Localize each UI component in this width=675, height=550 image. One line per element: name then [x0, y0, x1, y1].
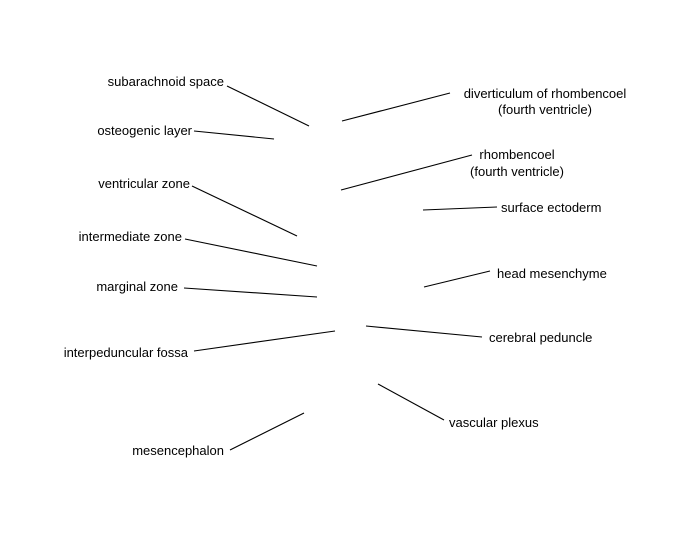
- leader-osteogenic-layer: [193, 130, 275, 140]
- label-osteogenic-layer: osteogenic layer: [97, 123, 192, 138]
- label-mesencephalon: mesencephalon: [132, 443, 224, 458]
- label-interpeduncular-fossa: interpeduncular fossa: [64, 345, 189, 360]
- label-surface-ectoderm: surface ectoderm: [501, 200, 601, 215]
- label-rhombencoel-line1: rhombencoel: [479, 147, 554, 162]
- label-head-mesenchyme: head mesenchyme: [497, 266, 607, 281]
- label-subarachnoid-space: subarachnoid space: [108, 74, 224, 89]
- label-marginal-zone: marginal zone: [96, 279, 178, 294]
- leader-marginal-zone: [183, 287, 318, 298]
- label-diverticulum-line1: diverticulum of rhombencoel: [464, 86, 627, 101]
- label-cerebral-peduncle: cerebral peduncle: [489, 330, 592, 345]
- leader-head-mesenchyme: [423, 270, 491, 288]
- leader-diverticulum: [341, 92, 451, 122]
- leader-mesencephalon: [229, 412, 305, 451]
- label-intermediate-zone: intermediate zone: [79, 229, 182, 244]
- leader-ventricular-zone: [191, 185, 298, 237]
- label-diverticulum-line2: (fourth ventricle): [498, 102, 592, 117]
- leader-intermediate-zone: [184, 238, 318, 267]
- leader-cerebral-peduncle: [365, 325, 483, 338]
- leader-rhombencoel: [340, 154, 473, 191]
- label-vascular-plexus: vascular plexus: [449, 415, 539, 430]
- label-rhombencoel-line2: (fourth ventricle): [470, 164, 564, 179]
- leader-subarachnoid-space: [226, 85, 310, 127]
- leader-vascular-plexus: [377, 383, 445, 421]
- label-ventricular-zone: ventricular zone: [98, 176, 190, 191]
- leader-interpeduncular-fossa: [193, 330, 336, 352]
- leader-surface-ectoderm: [422, 206, 498, 211]
